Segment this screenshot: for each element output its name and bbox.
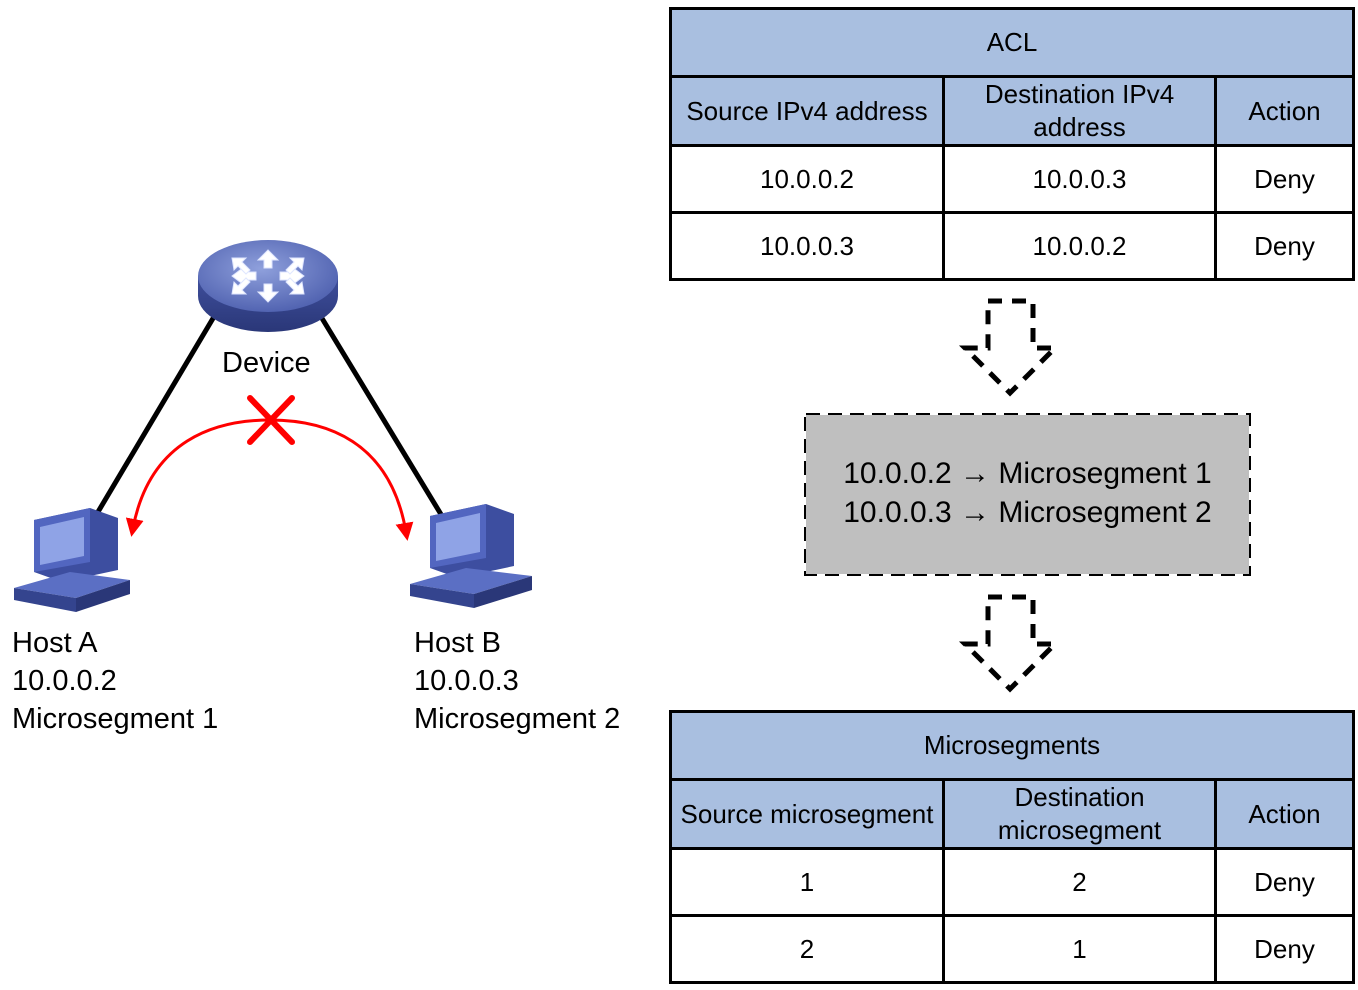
computer-icon-host-b xyxy=(410,504,532,608)
host-a-ip: 10.0.0.2 xyxy=(12,665,117,697)
acl-cell: 10.0.0.3 xyxy=(669,211,945,281)
acl-cell: 10.0.0.3 xyxy=(942,144,1217,214)
host-b-segment: Microsegment 2 xyxy=(414,703,621,735)
microsegments-title: Microsegments xyxy=(668,710,1356,781)
host-a-label: Host A 10.0.0.2 Microsegment 1 xyxy=(12,624,218,738)
host-b-ip: 10.0.0.3 xyxy=(414,665,519,697)
microsegments-table: Microsegments Source microsegment Destin… xyxy=(668,710,1356,984)
table-row: 10.0.0.2 10.0.0.3 Deny xyxy=(669,144,1355,214)
acl-cell: Deny xyxy=(1214,211,1355,281)
host-b-label: Host B 10.0.0.3 Microsegment 2 xyxy=(414,624,620,738)
host-b-name: Host B xyxy=(414,627,502,659)
link-device-host-b xyxy=(317,313,445,518)
link-device-host-a xyxy=(89,313,218,524)
dashed-down-arrow-1 xyxy=(958,298,1062,397)
microsegments-cell: Deny xyxy=(1213,847,1356,917)
table-row: 2 1 Deny xyxy=(669,914,1356,984)
microsegments-cell: 1 xyxy=(669,847,945,917)
acl-cell: 10.0.0.2 xyxy=(669,144,945,214)
microsegments-header-action: Action xyxy=(1213,778,1356,850)
microsegments-header-destination: Destination microsegment xyxy=(942,778,1217,850)
host-a-segment: Microsegment 1 xyxy=(12,703,219,735)
table-row: 10.0.0.3 10.0.0.2 Deny xyxy=(669,211,1355,281)
computer-icon-host-a xyxy=(14,508,130,612)
acl-header-destination: Destination IPv4 address xyxy=(942,75,1217,147)
microsegments-cell: 2 xyxy=(669,914,945,984)
microsegments-cell: Deny xyxy=(1213,914,1356,984)
microsegments-header-source: Source microsegment xyxy=(669,778,945,850)
microsegments-cell: 2 xyxy=(942,847,1217,917)
acl-cell: Deny xyxy=(1214,144,1355,214)
mapping-line: 10.0.0.3 → Microsegment 2 xyxy=(843,496,1212,529)
host-a-name: Host A xyxy=(12,627,98,659)
ip-to-microsegment-mapping: 10.0.0.2 → Microsegment 1 10.0.0.3 → Mic… xyxy=(806,415,1249,574)
device-label: Device xyxy=(222,347,311,379)
acl-title: ACL xyxy=(669,7,1355,78)
acl-cell: 10.0.0.2 xyxy=(942,211,1217,281)
microsegments-cell: 1 xyxy=(942,914,1217,984)
dashed-down-arrow-2 xyxy=(958,594,1062,693)
acl-header-source: Source IPv4 address xyxy=(669,75,945,147)
table-row: 1 2 Deny xyxy=(669,847,1356,917)
mapping-line: 10.0.0.2 → Microsegment 1 xyxy=(843,457,1212,490)
acl-table: ACL Source IPv4 address Destination IPv4… xyxy=(669,7,1355,281)
blocked-traffic-arc xyxy=(125,418,414,541)
blocked-x-icon xyxy=(247,395,295,445)
switch-icon xyxy=(198,240,338,332)
acl-header-action: Action xyxy=(1214,75,1355,147)
